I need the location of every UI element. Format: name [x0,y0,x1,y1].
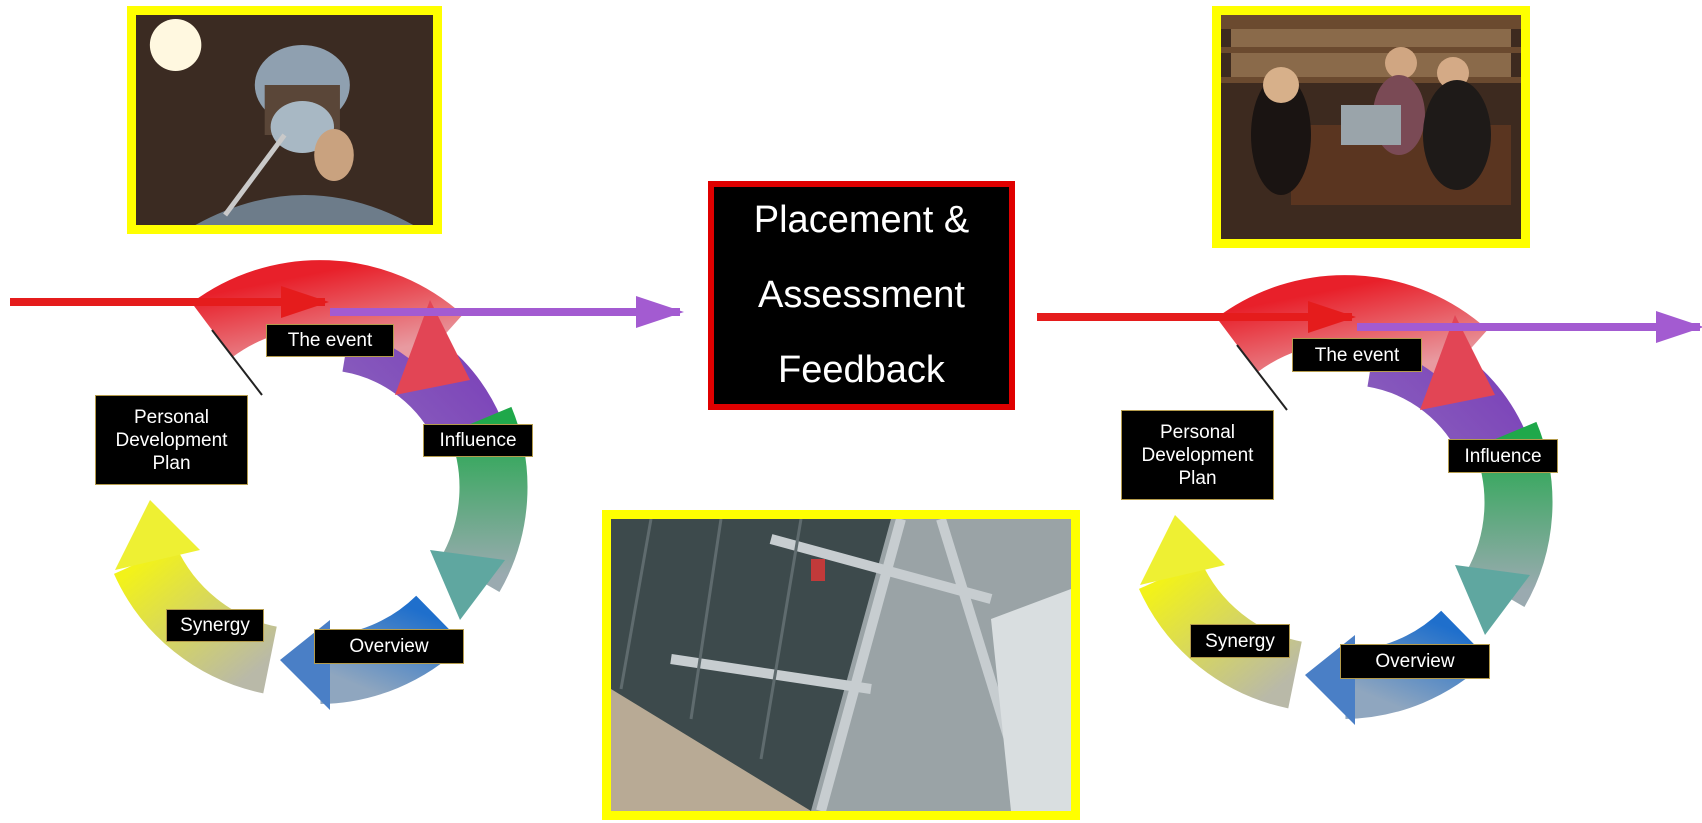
right-label-event: The event [1292,338,1422,372]
building-photo [602,510,1080,820]
right-label-overview: Overview [1340,644,1490,679]
right-label-synergy: Synergy [1190,624,1290,658]
surgeon-photo [127,6,442,234]
right-label-pdp: Personal Development Plan [1121,410,1274,500]
left-label-synergy: Synergy [166,609,264,642]
left-label-event: The event [266,324,394,357]
library-photo [1212,6,1530,248]
right-label-influence: Influence [1448,439,1558,473]
central-line-1: Placement & [753,199,970,241]
central-feedback-box: Placement & Assessment Feedback [708,181,1015,410]
left-label-overview: Overview [314,629,464,664]
central-line-3: Feedback [778,349,945,391]
central-line-2: Assessment [758,274,965,316]
left-label-influence: Influence [423,424,533,457]
left-label-pdp: Personal Development Plan [95,395,248,485]
